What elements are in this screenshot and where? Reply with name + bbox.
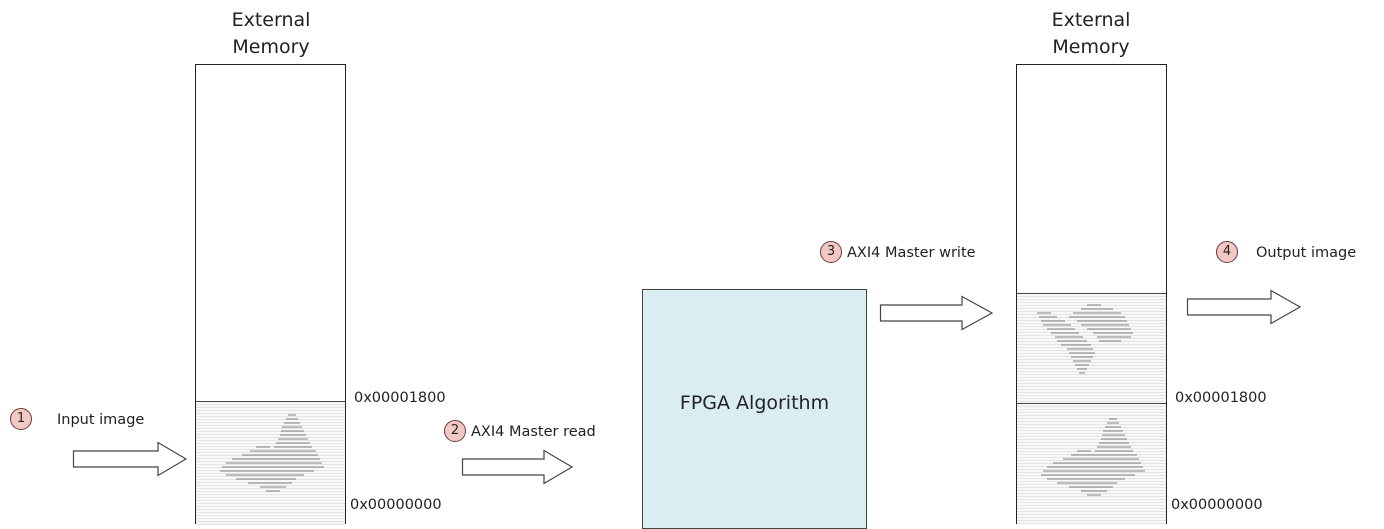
step-3-badge: 3 [820, 241, 842, 263]
input-arrow-icon [72, 441, 188, 477]
right-address-lower: 0x00000000 [1171, 497, 1263, 513]
left-address-upper: 0x00001800 [354, 390, 446, 406]
step-3-label: AXI4 Master write [847, 245, 976, 261]
input-image-copy-icon [1041, 418, 1145, 496]
left-memory-title: External Memory [196, 7, 346, 61]
fpga-algorithm-label: FPGA Algorithm [679, 391, 830, 414]
right-memory-block [1016, 64, 1167, 525]
read-arrow-icon [461, 449, 574, 485]
step-2-label: AXI4 Master read [471, 424, 596, 440]
right-memory-top-divider [1017, 293, 1166, 294]
left-memory-title-line1: External [231, 9, 311, 31]
left-memory-divider [196, 401, 345, 402]
right-memory-title-line2: Memory [1052, 36, 1130, 58]
output-image-icon [1037, 304, 1133, 374]
right-input-image-region [1017, 403, 1166, 525]
write-arrow-icon [879, 295, 994, 331]
right-memory-title-line1: External [1051, 9, 1131, 31]
right-memory-title: External Memory [1016, 7, 1166, 61]
left-input-image-region [196, 401, 345, 525]
step-1-label: Input image [57, 412, 145, 428]
fpga-algorithm-block: FPGA Algorithm [642, 289, 867, 529]
right-address-upper: 0x00001800 [1175, 390, 1267, 406]
right-output-image-region [1017, 293, 1166, 403]
step-2-badge: 2 [444, 420, 466, 442]
left-address-lower: 0x00000000 [350, 497, 442, 513]
step-1-badge: 1 [10, 408, 32, 430]
left-memory-title-line2: Memory [232, 36, 310, 58]
input-image-icon [220, 414, 324, 492]
left-memory-block [195, 64, 346, 525]
step-4-badge: 4 [1216, 241, 1238, 263]
step-4-label: Output image [1256, 245, 1357, 261]
output-arrow-icon [1186, 289, 1302, 325]
right-memory-middle-divider [1017, 403, 1166, 404]
